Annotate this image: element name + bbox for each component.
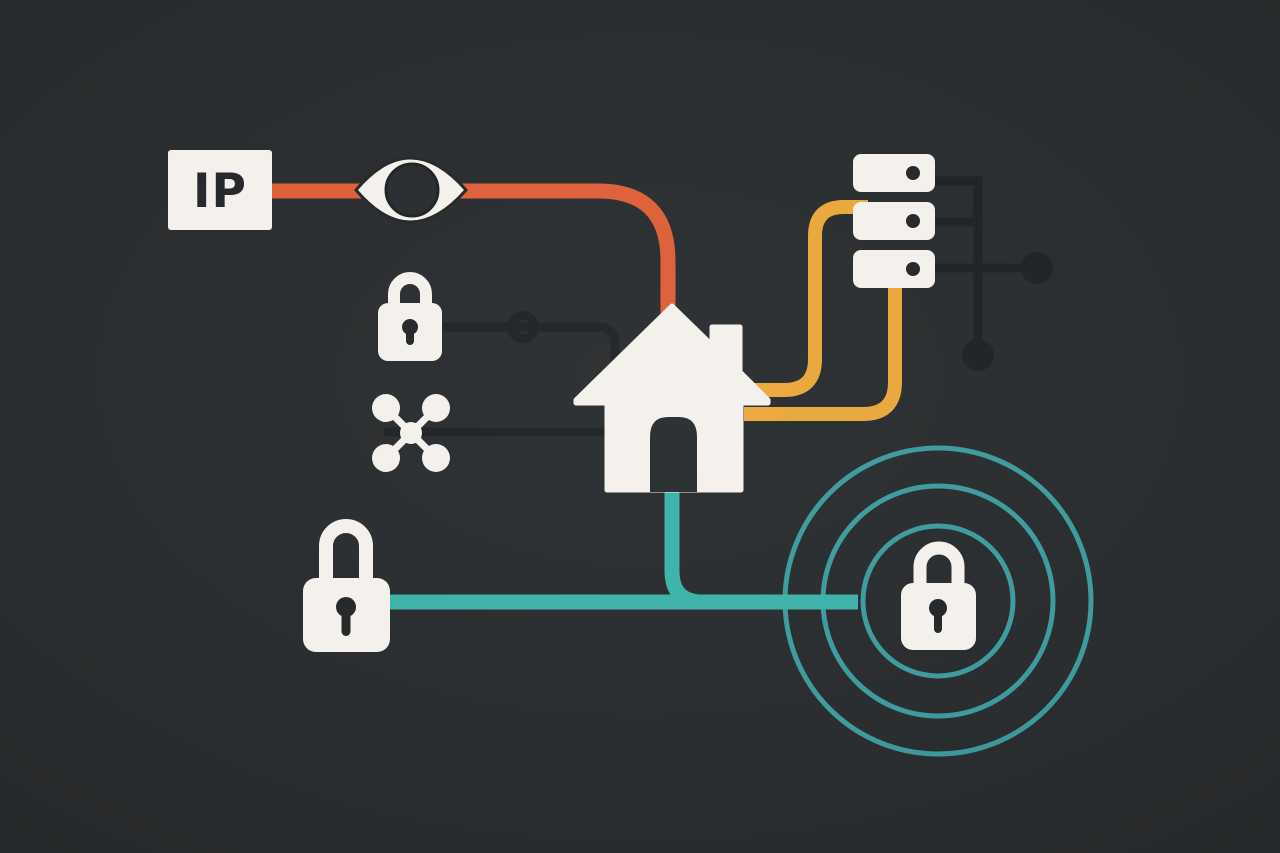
drone-node-icon [372, 394, 450, 472]
padlock-top-keyhole [402, 319, 418, 335]
endpoint-dot-right [1021, 252, 1053, 284]
house-icon [573, 303, 771, 493]
house-silhouette [573, 303, 771, 493]
teal-connection-lines [389, 484, 858, 610]
padlock-target-shackle [913, 541, 965, 591]
padlock-left-keyhole [336, 597, 356, 617]
padlock-top-keyhole-stem [406, 328, 414, 345]
padlock-target-icon [901, 541, 976, 650]
padlock-left-shackle [319, 519, 373, 588]
drone-rotor [422, 394, 450, 422]
ring-node-icon [507, 311, 539, 343]
ip-box-background [168, 150, 272, 230]
padlock-target-keyhole-stem [934, 610, 942, 633]
padlock-top-shackle [388, 272, 432, 310]
orange-connection-line [272, 183, 676, 315]
inner-ring [860, 523, 1016, 679]
server-led-2 [906, 214, 920, 228]
teal-branch-house [664, 484, 704, 610]
padlock-left-icon [303, 519, 390, 652]
padlock-target-keyhole [929, 599, 947, 617]
server-unit-3 [853, 250, 935, 288]
server-unit-2 [853, 202, 935, 240]
yellow-connection-lines [744, 200, 902, 421]
ip-label: IP [193, 164, 247, 219]
server-led-3 [906, 262, 920, 276]
padlock-top-icon [378, 272, 442, 361]
endpoint-dot-bottom [962, 339, 994, 371]
house-door [650, 417, 697, 492]
dark-connection-lines [384, 176, 1053, 437]
dark-line-padlock-to-house [443, 322, 620, 420]
drone-rotor [422, 444, 450, 472]
ip-address-box: IP [168, 150, 272, 230]
drone-rotor [372, 394, 400, 422]
server-led-1 [906, 166, 920, 180]
drone-hub [400, 422, 422, 444]
yellow-line-servers-to-house [744, 276, 902, 421]
server-unit-1 [853, 154, 935, 192]
eye-icon [354, 156, 468, 224]
server-stack-icon [853, 154, 935, 288]
drone-rotor [372, 444, 400, 472]
yellow-line-house-to-servers [752, 200, 868, 397]
eye-pupil [384, 162, 440, 218]
padlock-left-keyhole-stem [341, 609, 351, 636]
dark-line-server-row1 [933, 176, 983, 352]
